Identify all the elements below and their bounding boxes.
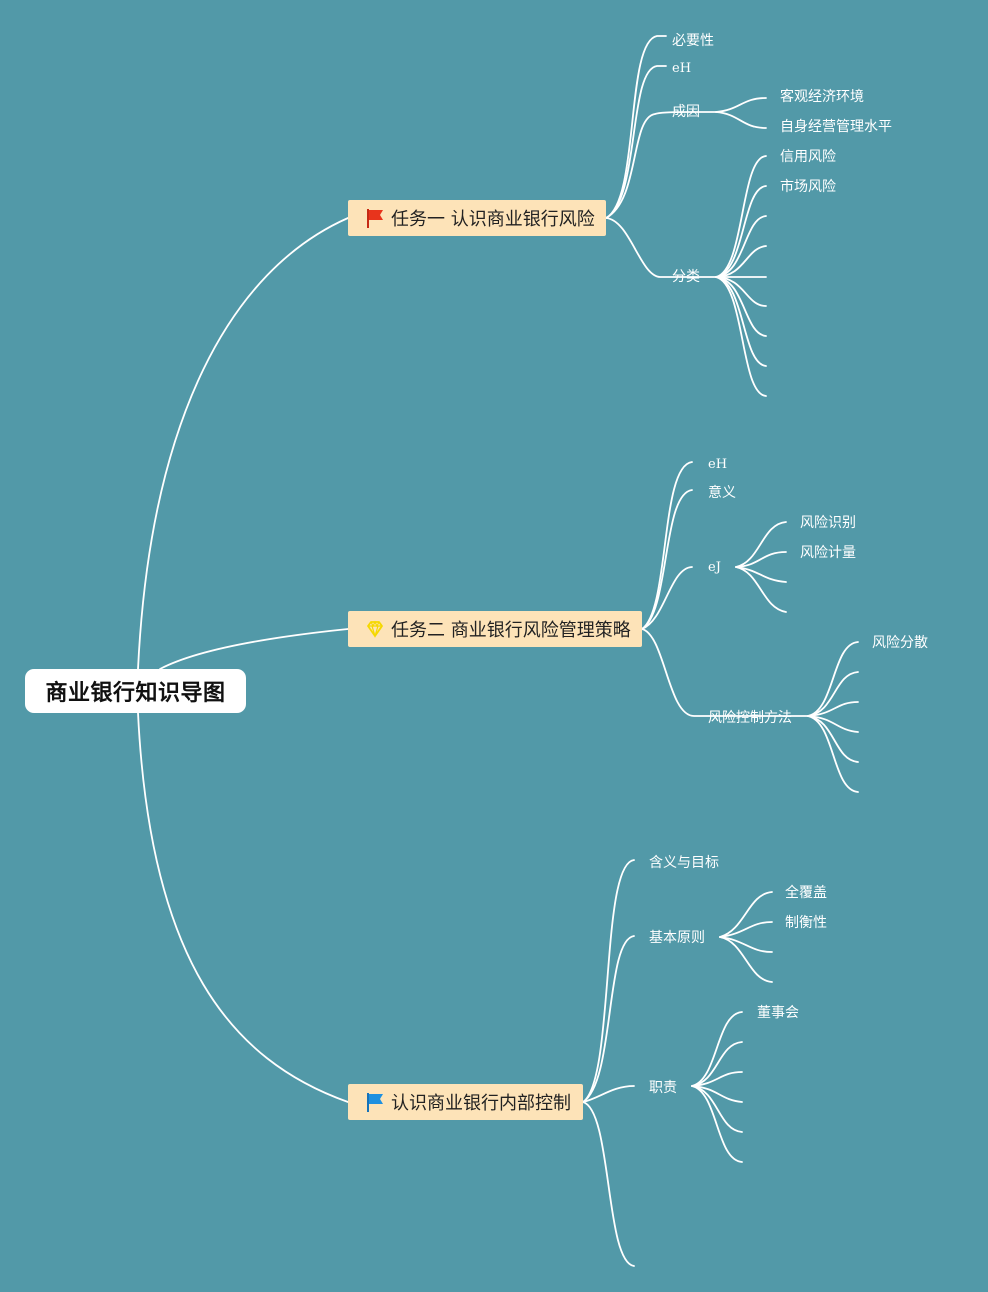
t1-cause-2[interactable]: 自身经营管理水平 (780, 119, 892, 135)
t1-necessity[interactable]: 必要性 (672, 33, 714, 49)
link-cat-9 (715, 276, 767, 397)
t2-ej-2[interactable]: 风险计量 (800, 545, 856, 561)
t3-meaning[interactable]: 含义与目标 (649, 855, 719, 871)
t1-causes[interactable]: 成因 (672, 104, 700, 120)
t2-method-1[interactable]: 风险分散 (872, 635, 928, 651)
t2-eh[interactable]: eH (708, 457, 728, 472)
task1-title: 任务一 认识商业银行风险 (391, 209, 595, 230)
link-cat-1 (715, 155, 767, 278)
t2-ej[interactable]: eJ (708, 560, 721, 575)
t3-duty-1[interactable]: 董事会 (757, 1005, 799, 1021)
link-t2-eh (641, 461, 693, 630)
link-m-6 (807, 715, 859, 793)
link-p-4 (719, 936, 773, 983)
link-t2-methods (641, 628, 811, 717)
link-ej-1 (735, 521, 787, 568)
link-t2-ej (641, 566, 693, 630)
link-cat-7 (715, 276, 767, 337)
t1-cause-1[interactable]: 客观经济环境 (780, 89, 864, 105)
link-ej-4 (735, 566, 787, 613)
link-cat-4 (715, 245, 767, 278)
link-d-5 (691, 1085, 743, 1133)
t1-cat-2[interactable]: 市场风险 (780, 179, 836, 195)
t2-methods[interactable]: 风险控制方法 (708, 710, 792, 726)
task3-node[interactable]: 认识商业银行内部控制 (348, 1084, 583, 1120)
link-cat-6 (715, 276, 767, 307)
t1-eh[interactable]: eH (672, 61, 692, 76)
t3-principle-2[interactable]: 制衡性 (785, 915, 827, 931)
link-m-5 (807, 715, 859, 763)
link-t3-extra (582, 1101, 635, 1267)
root-node[interactable]: 商业银行知识导图 (25, 669, 246, 713)
link-p-1 (719, 891, 773, 938)
t3-duties[interactable]: 职责 (649, 1080, 677, 1096)
t2-ej-1[interactable]: 风险识别 (800, 515, 856, 531)
link-m-1 (807, 641, 859, 717)
link-d-6 (691, 1085, 743, 1163)
link-t3-principles (582, 935, 635, 1103)
link-m-2 (807, 671, 859, 717)
diamond-icon (364, 618, 386, 640)
link-root-task2 (159, 628, 349, 670)
link-t1-necessity (605, 35, 667, 219)
link-cat-8 (715, 276, 767, 367)
link-d-1 (691, 1011, 743, 1087)
link-causes-1 (715, 97, 767, 113)
blue-flag-icon (364, 1091, 386, 1113)
t3-principle-1[interactable]: 全覆盖 (785, 885, 827, 901)
link-t2-meaning (641, 489, 693, 630)
root-title: 商业银行知识导图 (45, 681, 226, 706)
task1-node[interactable]: 任务一 认识商业银行风险 (348, 200, 606, 236)
link-t3-meaning (582, 859, 635, 1103)
link-root-task3 (137, 712, 349, 1103)
t3-principles[interactable]: 基本原则 (649, 930, 705, 946)
t1-categories[interactable]: 分类 (672, 269, 700, 285)
task3-title: 认识商业银行内部控制 (391, 1093, 571, 1114)
link-p-2 (719, 921, 773, 938)
link-t1-eh (605, 65, 667, 219)
link-root-task1 (137, 217, 349, 670)
link-d-2 (691, 1041, 743, 1087)
red-flag-icon (364, 207, 386, 229)
link-cat-2 (715, 185, 767, 278)
link-t3-duties (582, 1085, 635, 1103)
t1-cat-1[interactable]: 信用风险 (780, 149, 836, 165)
link-cat-3 (715, 215, 767, 278)
t2-meaning[interactable]: 意义 (708, 485, 736, 501)
link-t1-categories (605, 217, 717, 278)
task2-title: 任务二 商业银行风险管理策略 (391, 620, 631, 641)
link-d-3 (691, 1071, 743, 1087)
link-causes-2 (715, 111, 767, 129)
link-m-3 (807, 701, 859, 717)
link-t1-causes (605, 111, 719, 219)
task2-node[interactable]: 任务二 商业银行风险管理策略 (348, 611, 642, 647)
link-ej-2 (735, 551, 787, 568)
